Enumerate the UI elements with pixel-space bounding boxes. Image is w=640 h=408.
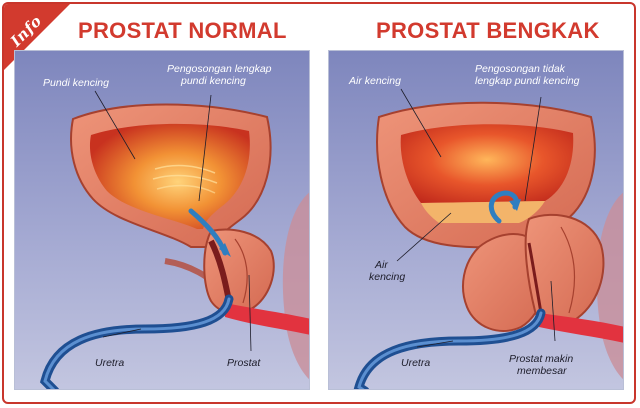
label-urine: Air kencing <box>349 75 401 87</box>
label-residual-urine-2: kencing <box>369 271 406 283</box>
label-prostate-enlarged-2: membesar <box>517 365 567 377</box>
pelvic-muscle <box>539 313 623 343</box>
label-prostate-enlarged-1: Prostat makin <box>509 353 574 365</box>
pelvic-muscle <box>225 303 309 335</box>
label-emptying-complete-1: Pengosongan lengkap <box>167 63 272 75</box>
label-bladder: Pundi kencing <box>43 77 109 89</box>
title-enlarged: PROSTAT BENGKAK <box>376 18 600 43</box>
label-urethra: Uretra <box>95 357 125 369</box>
label-emptying-incomplete-1: Pengosongan tidak <box>475 63 565 75</box>
label-urethra: Uretra <box>401 357 431 369</box>
normal-prostate-illustration <box>15 51 309 389</box>
label-emptying-incomplete-2: lengkap pundi kencing <box>475 75 580 87</box>
label-prostate: Prostat <box>227 357 261 369</box>
panel-normal-prostate: Pundi kencing Pengosongan lengkap pundi … <box>14 50 310 390</box>
bladder-urine <box>400 124 574 203</box>
infographic-frame: Info PROSTAT NORMAL PROSTAT BENGKAK <box>2 2 636 404</box>
label-emptying-complete-2: pundi kencing <box>181 75 246 87</box>
panel-enlarged-prostate: Air kencing Pengosongan tidak lengkap pu… <box>328 50 624 390</box>
label-residual-urine-1: Air <box>375 259 388 271</box>
title-normal: PROSTAT NORMAL <box>78 18 287 43</box>
enlarged-prostate-illustration <box>329 51 623 389</box>
